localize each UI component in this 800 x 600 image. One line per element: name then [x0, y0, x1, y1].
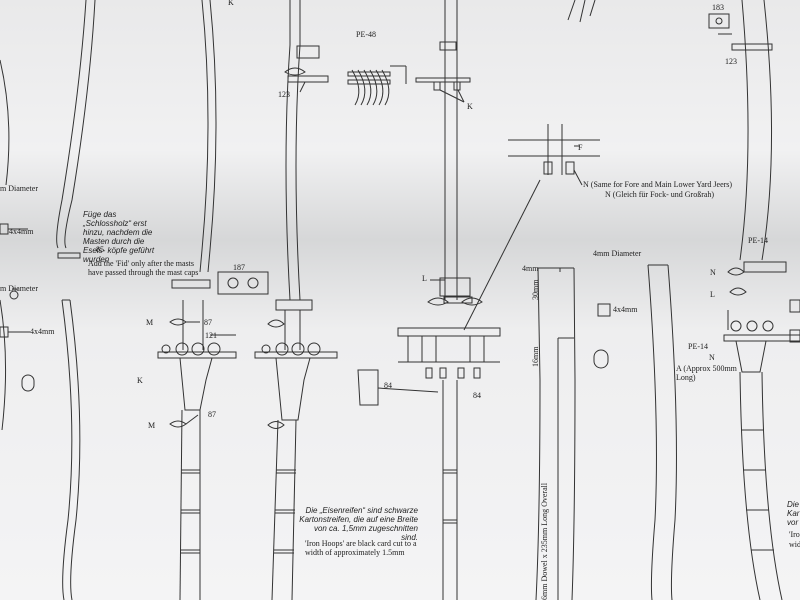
- part-187: [217, 271, 269, 295]
- dowel-oval: [593, 349, 609, 369]
- left-curved-spar-inner: [56, 0, 87, 249]
- topmast-a-inner: [199, 0, 209, 273]
- label-add-fid: Add the 'Fid' only after the masts have …: [88, 259, 199, 277]
- lower-mast-a-l: [179, 409, 183, 600]
- label-n-r1: N: [710, 268, 716, 277]
- label-4x4mm-3: 4x4mm: [613, 305, 638, 314]
- lower-left-spar-outer: [69, 299, 81, 600]
- label-pe14-mid: PE-14: [688, 342, 708, 351]
- dowel-spar-r: [571, 267, 576, 600]
- right-topmast-r: [761, 0, 773, 261]
- label-183: 183: [712, 3, 724, 12]
- dowel-spar-l: [535, 267, 541, 600]
- label-187: 187: [233, 263, 245, 272]
- label-pe48: PE-48: [356, 30, 376, 39]
- label-4mm-short: 4mm: [522, 264, 539, 273]
- label-k-top: K: [228, 0, 234, 7]
- label-l-r: L: [710, 290, 715, 299]
- top-platform-b: [287, 75, 329, 83]
- label-n-same: N (Same for Fore and Main Lower Yard Jee…: [583, 180, 733, 189]
- label-84-1: 84: [384, 381, 392, 390]
- yard-c-bar: [443, 296, 473, 304]
- label-n-r2: N: [709, 353, 715, 362]
- fid-bar: [171, 279, 211, 289]
- left-curved-spar-outer: [64, 0, 96, 249]
- mast-cap-right: [743, 261, 787, 273]
- label-4x4mm-2: 4x4mm: [30, 327, 55, 336]
- left-edge-spar-2: [0, 299, 7, 431]
- label-f: F: [578, 143, 583, 152]
- label-pe14-top: PE-14: [748, 236, 768, 245]
- topmast-a-outer: [207, 0, 217, 273]
- label-121: 121: [205, 331, 217, 340]
- label-123-right: 123: [725, 57, 737, 66]
- label-die-r: Die: [787, 500, 800, 509]
- label-4x4mm-1: 4x4mm: [9, 227, 34, 236]
- crosstree-right: [723, 334, 800, 342]
- label-l-mid: L: [422, 274, 427, 283]
- left-spar-foot: [57, 252, 81, 259]
- label-iron: 'Iron Hoops' are black card cut to a wid…: [305, 539, 417, 557]
- label-n-gleich: N (Gleich für Fock- und Großrah): [605, 190, 715, 199]
- label-84-2: 84: [473, 391, 481, 400]
- label-eisen: Die „Eisenreifen“ sind schwarze Kartonst…: [299, 506, 418, 542]
- label-m2: M: [148, 421, 156, 430]
- label-16mm: 16mm: [531, 346, 540, 367]
- small-square-left: [0, 223, 9, 235]
- trestle-b: [275, 357, 311, 421]
- left-edge-spar: [0, 59, 10, 186]
- label-k-pe: K: [467, 102, 473, 111]
- lower-left-spar-inner: [61, 299, 73, 600]
- left-oval: [21, 374, 35, 392]
- label-approx: A (Approx 500mm Long): [676, 364, 737, 382]
- label-87-1: 87: [204, 318, 212, 327]
- crosstree-c: [397, 327, 501, 337]
- label-87-2: 87: [208, 410, 216, 419]
- dowel-square: [597, 303, 611, 317]
- mast-cap-b: [275, 299, 313, 311]
- part-183: [708, 13, 730, 29]
- topmast-b-outer: [295, 0, 301, 301]
- label-85: 85: [96, 245, 104, 254]
- label-123-left: 123: [278, 90, 290, 99]
- label-k-left: K: [137, 376, 143, 385]
- tall-spar-r: [667, 264, 677, 600]
- label-iro-r: 'Iro: [789, 530, 800, 539]
- mast-cap-c-top: [439, 41, 457, 51]
- right-lower-mast-r: [761, 371, 783, 600]
- label-kar-r: Kar: [787, 509, 800, 518]
- tall-spar-l: [647, 264, 657, 600]
- label-4mm-diameter: 4mm Diameter: [593, 249, 642, 258]
- label-m-diameter-left: m Diameter: [0, 284, 38, 293]
- mast-cap-b-top: [296, 45, 320, 59]
- label-wid-r: wid: [789, 540, 800, 549]
- label-m-diameter-top: m Diameter: [0, 184, 38, 193]
- right-lower-mast-l: [739, 371, 761, 600]
- label-fuge: Füge das „Schlossholz“ erst hinzu, nachd…: [83, 210, 155, 264]
- topmast-b-inner: [285, 0, 291, 301]
- label-vor-r: vor: [787, 518, 799, 527]
- mast-doubling-c: [439, 277, 471, 297]
- yard-c-top: [415, 77, 471, 83]
- right-topmast-l: [739, 0, 749, 261]
- trestle-a: [179, 357, 213, 411]
- cheek-84: [357, 369, 379, 406]
- label-30mm: 30mm: [531, 279, 540, 300]
- label-m1: M: [146, 318, 154, 327]
- label-dowel: 6mm Dowel x 235mm Long Overall: [540, 482, 549, 600]
